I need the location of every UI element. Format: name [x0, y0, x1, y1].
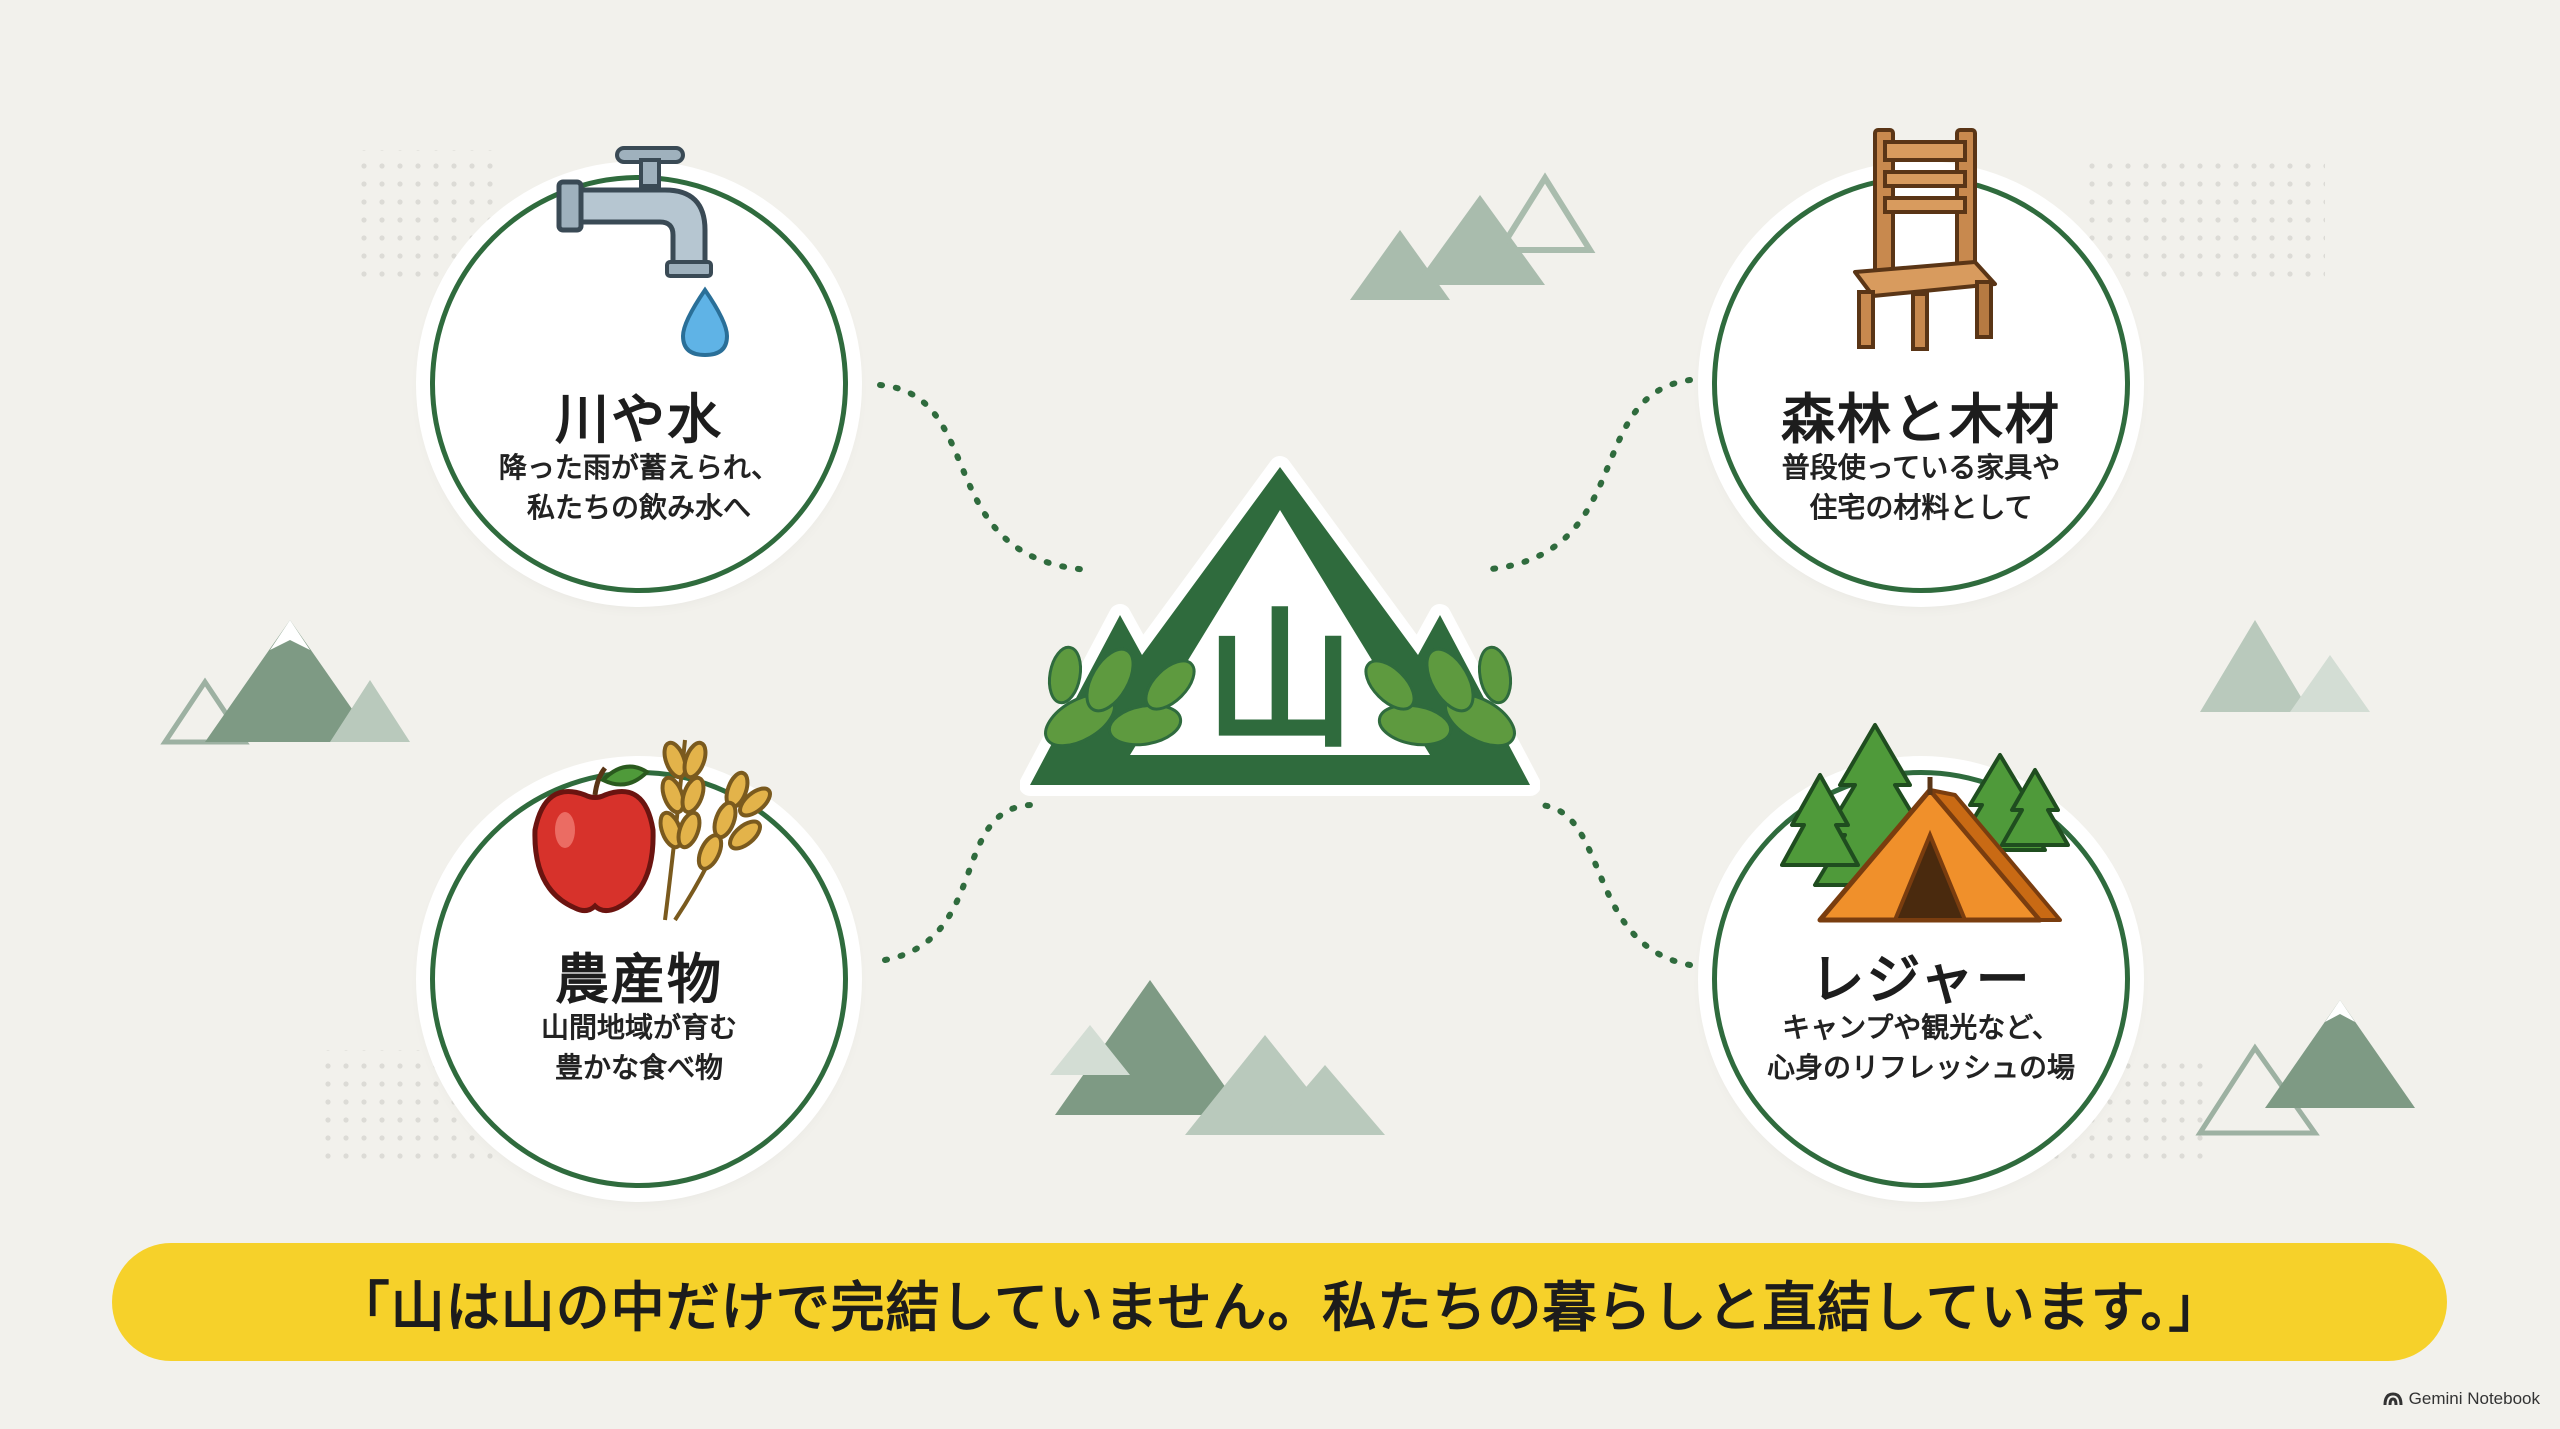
faucet-with-water-drop-icon	[556, 146, 730, 358]
dot-pattern-top-right	[2085, 155, 2325, 280]
brand-text: Gemini Notebook	[2408, 1389, 2540, 1408]
mountain-decoration-bottom-right	[2195, 1000, 2415, 1136]
mountain-decoration-bottom	[1050, 980, 1385, 1135]
banner-text: 「山は山の中だけで完結していません。私たちの暮らしと直結しています。」	[335, 1275, 2224, 1339]
card-title-forest: 森林と木材	[1781, 388, 2061, 451]
wooden-chair-icon	[1853, 128, 1997, 351]
card-desc-water: 降った雨が蓄えられ、 私たちの飲み水へ	[435, 448, 843, 528]
card-desc-line: 普段使っている家具や	[1781, 451, 2061, 484]
card-desc-line: 降った雨が蓄えられ、	[498, 451, 780, 484]
mountain-decoration-top	[1350, 172, 1596, 300]
card-desc-forest: 普段使っている家具や 住宅の材料として	[1717, 448, 2125, 528]
center-label: 山	[1205, 595, 1355, 769]
leaf-cluster-right	[1364, 645, 1516, 748]
card-water: 川や水 降った雨が蓄えられ、 私たちの飲み水へ	[430, 175, 848, 593]
connectors	[877, 377, 1693, 968]
mountain-decoration-left	[160, 620, 410, 745]
mountain-badge: 山	[1020, 456, 1540, 796]
connector-water	[877, 382, 1093, 573]
card-desc-line: 山間地域が育む	[540, 1011, 737, 1044]
leaf-cluster-left	[1044, 645, 1196, 748]
card-desc-line: 心身のリフレッシュの場	[1766, 1051, 2075, 1084]
mountain-decoration-right	[2200, 620, 2370, 712]
card-desc-line: 住宅の材料として	[1809, 491, 2033, 524]
card-title-leisure: レジャー	[1810, 948, 2032, 1011]
card-desc-line: 豊かな食べ物	[554, 1051, 723, 1084]
brand-mark: Gemini Notebook	[2383, 1389, 2540, 1409]
connector-agriculture	[882, 802, 1033, 963]
card-desc-line: キャンプや観光など、	[1782, 1011, 2060, 1044]
card-title-agriculture: 農産物	[555, 948, 723, 1011]
card-desc-agriculture: 山間地域が育む 豊かな食べ物	[435, 1008, 843, 1088]
card-forest: 森林と木材 普段使っている家具や 住宅の材料として	[1712, 175, 2130, 593]
apple-and-wheat-icon	[532, 739, 772, 922]
card-desc-leisure: キャンプや観光など、 心身のリフレッシュの場	[1717, 1008, 2125, 1088]
conclusion-banner: 「山は山の中だけで完結していません。私たちの暮らしと直結しています。」	[112, 1243, 2447, 1361]
card-title-water: 川や水	[555, 388, 723, 451]
gemini-notebook-logo-icon	[2383, 1392, 2403, 1406]
connector-leisure	[1537, 802, 1693, 968]
card-desc-line: 私たちの飲み水へ	[526, 491, 751, 524]
tent-and-trees-icon	[1780, 723, 2070, 923]
